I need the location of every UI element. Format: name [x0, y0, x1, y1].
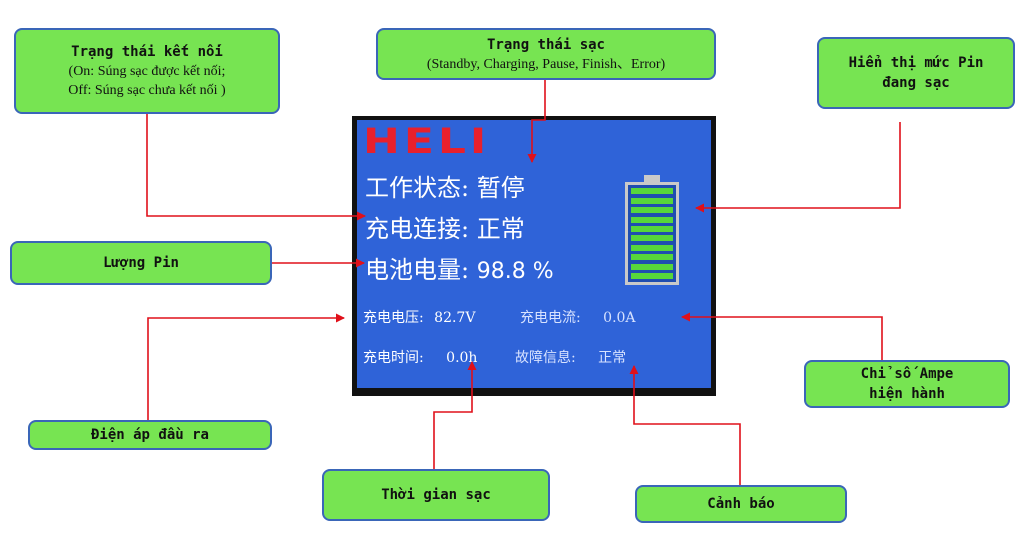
current-row: 充电电流: 0.0A — [520, 307, 636, 327]
callout-title: Điện áp đầu ra — [90, 427, 209, 443]
callout-charge-state: Trạng thái sạc (Standby, Charging, Pause… — [376, 28, 716, 80]
current-label: 充电电流: — [520, 310, 581, 326]
voltage-row: 充电电压: 82.7V — [363, 307, 475, 327]
soc-label: 电池电量: — [365, 256, 470, 284]
callout-title: Trạng thái kết nối — [71, 44, 223, 60]
work-status-value: 暂停 — [476, 174, 525, 202]
fault-row: 故障信息: 正常 — [515, 347, 626, 367]
battery-segment — [631, 197, 673, 204]
callout-current: Chỉ số Ampe hiện hành — [804, 360, 1010, 408]
arrow-connection-status — [146, 114, 366, 221]
voltage-value: 82.7V — [434, 310, 476, 326]
callout-line: Off: Súng sạc chưa kết nối ) — [68, 83, 226, 98]
callout-battery-level-display: Hiển thị mức Pin đang sạc — [817, 37, 1015, 109]
battery-segment — [631, 254, 673, 261]
callout-title: Cảnh báo — [707, 496, 775, 512]
arrow-charge-time — [433, 361, 477, 469]
fault-value: 正常 — [598, 350, 627, 366]
battery-segment — [631, 226, 673, 232]
battery-segment — [631, 207, 673, 214]
arrow-current — [681, 312, 883, 360]
battery-segment — [631, 188, 673, 195]
time-label: 充电时间: — [363, 350, 424, 366]
callout-title: Thời gian sạc — [381, 487, 491, 503]
soc-value: 98.8 % — [476, 259, 554, 284]
callout-connection-status: Trạng thái kết nối (On: Súng sạc được kế… — [14, 28, 280, 114]
work-status-label: 工作状态: — [365, 174, 470, 202]
charger-lcd-screen: HELI 工作状态: 暂停 充电连接: 正常 电池电量: 98.8 % 充电电压… — [357, 120, 711, 388]
current-value: 0.0A — [603, 310, 636, 326]
callout-warning: Cảnh báo — [635, 485, 847, 523]
work-status-row: 工作状态: 暂停 — [365, 168, 525, 203]
arrow-charge-state — [527, 80, 546, 163]
callout-charge-time: Thời gian sạc — [322, 469, 550, 521]
connection-row: 充电连接: 正常 — [365, 209, 525, 244]
battery-segment — [631, 273, 673, 279]
battery-level-icon — [625, 175, 679, 285]
callout-line: (On: Súng sạc được kết nối; — [68, 64, 226, 79]
voltage-label: 充电电压: — [363, 310, 424, 326]
battery-segment — [631, 263, 673, 270]
callout-title: Lượng Pin — [103, 255, 179, 271]
battery-segment — [631, 216, 673, 223]
battery-segment — [631, 235, 673, 242]
callout-line: Chỉ số Ampe — [860, 366, 954, 382]
fault-label: 故障信息: — [515, 350, 576, 366]
arrow-warning — [629, 365, 741, 485]
battery-segment — [631, 244, 673, 251]
callout-line: Hiển thị mức Pin — [848, 55, 984, 71]
connection-label: 充电连接: — [365, 215, 470, 243]
callout-line: đang sạc — [882, 75, 950, 91]
arrow-battery-level — [695, 122, 901, 213]
battery-cap — [644, 175, 660, 182]
callout-title: Trạng thái sạc — [486, 36, 605, 53]
callout-output-voltage: Điện áp đầu ra — [28, 420, 272, 450]
connection-value: 正常 — [476, 215, 525, 243]
battery-body — [625, 182, 679, 285]
callout-battery-amount: Lượng Pin — [10, 241, 272, 285]
arrow-output-voltage — [147, 313, 345, 420]
soc-row: 电池电量: 98.8 % — [365, 250, 554, 285]
heli-logo: HELI — [363, 122, 491, 162]
callout-line: (Standby, Charging, Pause, Finish、Error) — [426, 56, 666, 72]
callout-line: hiện hành — [869, 386, 945, 402]
